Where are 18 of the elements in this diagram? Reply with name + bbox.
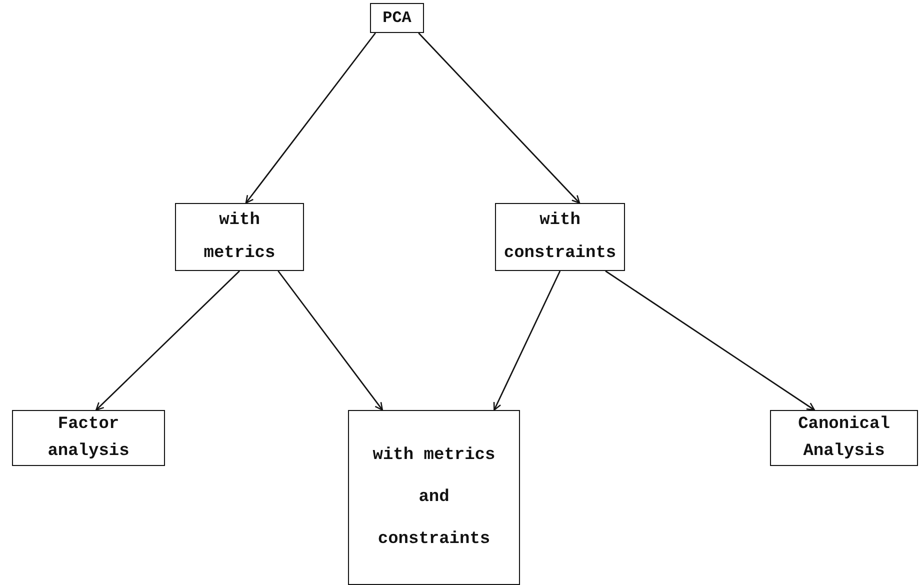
method-box <box>175 203 304 271</box>
method-box <box>370 3 424 33</box>
arrow <box>493 270 561 411</box>
arrow <box>605 270 816 411</box>
method-box <box>495 203 625 271</box>
arrow <box>245 32 376 204</box>
method-label: with metrics and constraints <box>372 444 496 550</box>
arrow <box>96 270 240 411</box>
method-label: with constraints <box>502 210 618 265</box>
method-label: with metrics <box>202 210 276 265</box>
method-box <box>348 410 520 585</box>
method-box <box>770 410 918 466</box>
arrow <box>418 32 580 204</box>
method-label: Canonical Analysis <box>797 414 891 463</box>
method-label: PCA <box>382 8 412 29</box>
method-box <box>12 410 165 466</box>
arrow <box>278 270 384 411</box>
method-label: Factor analysis <box>46 414 130 463</box>
